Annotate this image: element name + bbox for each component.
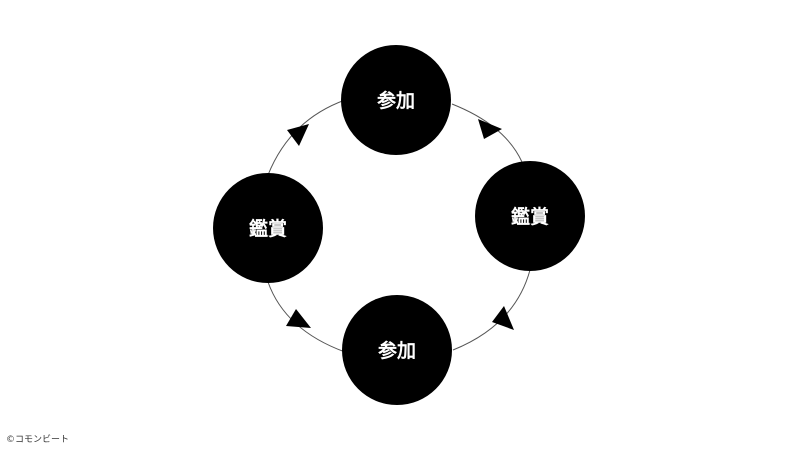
node-right-label: 鑑賞 [511, 205, 549, 228]
node-right-circle [475, 161, 585, 271]
node-top: 参加 [341, 45, 451, 155]
node-bottom-circle [342, 295, 452, 405]
node-left-label: 鑑賞 [249, 217, 287, 240]
edge-left-top [267, 99, 346, 176]
arrow-right-bottom [492, 306, 514, 330]
node-left: 鑑賞 [213, 173, 323, 283]
node-right: 鑑賞 [475, 161, 585, 271]
copyright-text: ©コモンビート [6, 435, 70, 445]
edge-bottom-left [267, 281, 346, 353]
arrow-bottom-left [286, 309, 311, 328]
node-bottom: 参加 [342, 295, 452, 405]
node-left-circle [213, 173, 323, 283]
edge-right-bottom [452, 269, 531, 351]
arrow-left-top [287, 124, 309, 146]
arrow-top-right [478, 119, 502, 139]
node-bottom-label: 参加 [378, 339, 416, 362]
node-top-circle [341, 45, 451, 155]
node-top-label: 参加 [377, 89, 415, 112]
